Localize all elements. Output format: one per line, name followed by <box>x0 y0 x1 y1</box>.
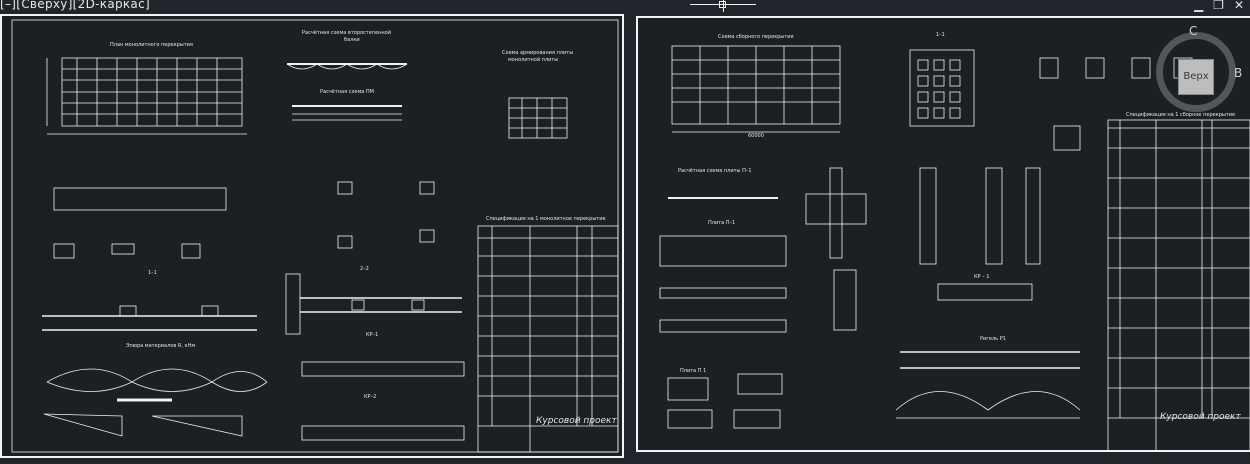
crosshair-cursor <box>723 0 724 12</box>
beam-scheme-subtitle: балки <box>344 37 360 43</box>
viewport-label[interactable]: [–][Сверху][2D-каркас] <box>0 0 150 11</box>
slab-scheme-drawing <box>659 197 787 429</box>
frame-total-dimension: 60000 <box>748 133 764 139</box>
beam-elevation <box>53 187 227 211</box>
kr-frames-drawing <box>301 361 465 441</box>
reinforcement-title: Схема армирования плиты <box>502 50 574 56</box>
drawing-left-canvas <box>11 19 619 453</box>
section-2-2-label: 2–2 <box>360 266 369 272</box>
slab-plan-title: План монолитного перекрытия <box>110 42 193 48</box>
rigel-drawing <box>895 351 1081 419</box>
kr2-label: КР–2 <box>364 394 377 400</box>
drawing-right-canvas <box>659 45 1250 450</box>
reinforcement-subtitle: монолитной плиты <box>508 57 559 63</box>
kr1-frame-drawing <box>937 283 1033 301</box>
building-section-label: 1–1 <box>936 32 945 38</box>
viewport-window-controls: ▁ ❐ ✕ <box>1194 0 1244 12</box>
slab-plan-drawing <box>46 57 247 135</box>
joint-details-drawing <box>805 167 1041 331</box>
restore-icon[interactable]: ❐ <box>1213 0 1224 12</box>
reinforcement-scheme-drawing <box>508 97 568 139</box>
spec-table-title: Спецификация на 1 монолитное перекрытие <box>486 216 606 222</box>
viewcube-top-face[interactable]: Верх <box>1178 59 1214 95</box>
kr1-label: КР–1 <box>366 332 379 338</box>
frame-plan-title: Схема сборного перекрытия <box>718 34 794 40</box>
pm-scheme-title: Расчётная схема ПМ <box>320 89 374 95</box>
slab-scheme-title: Расчётная схема плиты П–1 <box>678 168 752 174</box>
sheet-inner-frame <box>11 19 619 453</box>
minimize-icon[interactable]: ▁ <box>1193 0 1204 12</box>
drawing-sheet-right[interactable]: Схема сборного перекрытия 1–1 60000 Расч… <box>636 16 1250 452</box>
viewcube-compass-ring[interactable] <box>1156 32 1236 112</box>
crosshair-cursor-horizontal <box>690 4 756 5</box>
stamp-title-right: Курсовой проект <box>1160 412 1241 422</box>
slab-p1-title: Плита П–1 <box>708 220 736 226</box>
kr1-right-label: КР – 1 <box>974 274 990 280</box>
beam-scheme-drawing <box>286 63 408 121</box>
section-1-1-label: 1–1 <box>148 270 157 276</box>
spec-table-right-drawing <box>1107 119 1250 450</box>
frame-plan-drawing <box>671 45 841 133</box>
rigel-title: Ригель Р1 <box>980 336 1006 342</box>
small-sections <box>53 181 435 259</box>
slab-p1b-title: Плита П 1 <box>680 368 707 374</box>
beam-scheme-title: Расчётная схема второстепенной <box>302 30 391 36</box>
section-1-1-drawing <box>42 305 257 331</box>
section-2-2-drawing <box>285 273 462 335</box>
viewcube-east-label[interactable]: В <box>1234 66 1243 80</box>
stamp-title-left: Курсовой проект <box>536 416 617 426</box>
crosshair-pickbox <box>719 1 726 8</box>
spec-table-drawing <box>477 225 619 453</box>
viewcube-north-label[interactable]: С <box>1189 24 1198 38</box>
drawing-sheet-left[interactable]: План монолитного перекрытия Расчётная сх… <box>0 14 624 458</box>
spec-table-right-title: Спецификация на 1 сборное перекрытие <box>1126 112 1236 118</box>
building-section-drawing <box>909 49 975 127</box>
close-icon[interactable]: ✕ <box>1233 0 1244 12</box>
envelope-title: Эпюра материалов R, кНм <box>126 343 196 349</box>
moment-envelope-drawing <box>43 368 268 437</box>
viewcube[interactable]: С В Верх <box>1148 24 1244 120</box>
